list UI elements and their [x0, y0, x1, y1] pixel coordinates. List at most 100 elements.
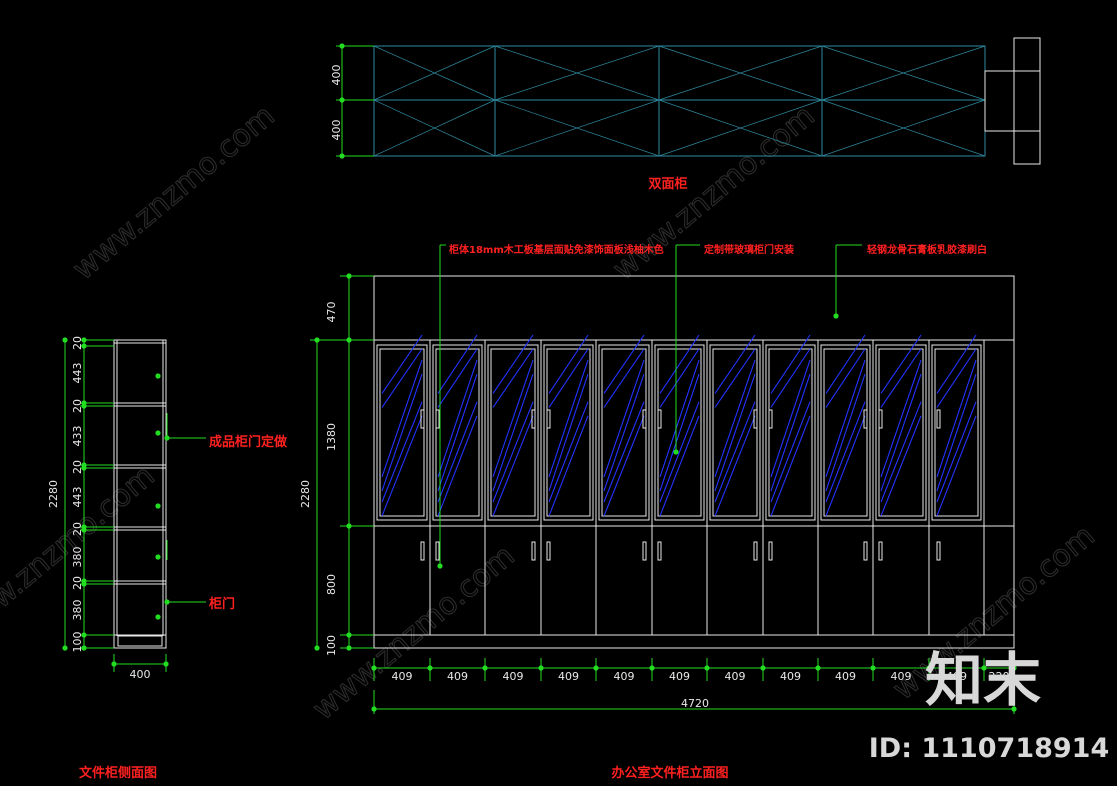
plan-cross: [658, 45, 823, 101]
glass-hatch: [548, 373, 589, 492]
glass-hatch: [437, 373, 478, 492]
plan-cross: [821, 99, 986, 157]
glass-pane: [712, 348, 758, 517]
door-handle: [642, 541, 647, 561]
elev-dim-tick: [593, 665, 599, 671]
glass-hatch: [659, 359, 700, 478]
glass-hatch: [714, 334, 756, 394]
elev-width-label: 409: [503, 670, 524, 683]
glass-hatch: [770, 348, 811, 408]
glass-hatch: [381, 401, 423, 503]
glass-pane: [490, 348, 536, 517]
glass-pane: [657, 348, 702, 517]
glass-pane: [601, 348, 647, 517]
door-handle: [878, 409, 883, 429]
glass-hatch: [880, 373, 922, 492]
glass-hatch: [437, 359, 478, 478]
glass-pane: [934, 348, 979, 517]
glass-hatch: [659, 415, 700, 517]
door-handle: [768, 541, 773, 561]
elev-dim-tick: [815, 665, 821, 671]
elev-dim-label: 100: [325, 635, 338, 656]
watermark-text: www.znzmo.com: [306, 538, 521, 727]
glass-hatch: [659, 373, 700, 492]
glass-hatch: [437, 415, 478, 517]
elev-dim-label: 800: [325, 574, 338, 595]
plan-cross: [494, 99, 660, 157]
plan-cross: [658, 99, 823, 157]
elev-dim-tick: [482, 665, 488, 671]
leader-dot: [164, 599, 170, 605]
glass-hatch: [936, 415, 977, 517]
glass-hatch: [880, 334, 922, 394]
plinth: [117, 635, 163, 647]
glass-hatch: [770, 415, 811, 517]
elev-dim-tick: [346, 632, 352, 638]
glass-hatch: [492, 334, 534, 394]
glass-hatch: [936, 373, 977, 492]
door-handle: [642, 409, 647, 429]
id-label: ID: 1110718914: [869, 733, 1110, 764]
section-dim-tick: [81, 343, 87, 349]
section-dim-tick: [62, 337, 68, 343]
glass-hatch: [492, 401, 534, 503]
section-dim-label: 443: [71, 487, 84, 508]
plan-dim-tick: [339, 43, 345, 49]
elevation-total-height-dim: 2280: [299, 480, 312, 508]
elev-width-label: 409: [725, 670, 746, 683]
glass-hatch: [770, 359, 811, 478]
door-handle: [531, 541, 536, 561]
glass-hatch: [880, 348, 922, 408]
section-dim-tick: [81, 632, 87, 638]
elev-dim-tick: [870, 665, 876, 671]
total-width-dim: 4720: [681, 697, 709, 710]
callout-glass-door: 定制带玻璃柜门安装: [704, 243, 794, 256]
door-knob: [155, 614, 161, 620]
section-width-dim: 400: [130, 668, 151, 681]
glass-hatch: [825, 334, 866, 394]
door-handle: [936, 409, 941, 429]
door-frame: [543, 344, 594, 521]
section-dim-label: 380: [71, 547, 84, 568]
elev-dim-tick: [371, 665, 377, 671]
elev-dim-tick: [649, 665, 655, 671]
glass-hatch: [492, 359, 534, 478]
leader-dot: [164, 435, 170, 441]
glass-hatch: [603, 415, 645, 517]
section-dim-tick: [111, 661, 117, 667]
door-frame: [709, 344, 761, 521]
callout-panel-finish: 柜体18mm木工板基层面贴免漆饰面板浅柚木色: [448, 243, 664, 256]
glass-pane: [546, 348, 591, 517]
glass-hatch: [437, 348, 478, 408]
glass-hatch: [603, 348, 645, 408]
glass-hatch: [381, 348, 423, 408]
door-knob: [155, 430, 161, 436]
elev-width-label: 409: [835, 670, 856, 683]
label-door: 柜门: [208, 596, 235, 612]
door-handle: [768, 409, 773, 429]
glass-hatch: [548, 359, 589, 478]
glass-hatch: [825, 415, 866, 517]
door-handle: [435, 409, 440, 429]
door-handle: [753, 541, 758, 561]
door-frame: [931, 344, 982, 521]
elev-dim-tick: [704, 665, 710, 671]
section-title: 文件柜侧面图: [79, 765, 157, 781]
glass-hatch: [437, 334, 478, 394]
glass-hatch: [659, 334, 700, 394]
glass-hatch: [381, 373, 423, 492]
door-frame: [598, 344, 650, 521]
door-handle: [936, 541, 941, 561]
glass-hatch: [825, 348, 866, 408]
door-handle: [657, 541, 662, 561]
glass-hatch: [880, 401, 922, 503]
glass-hatch: [714, 348, 756, 408]
callout-ceiling: 轻钢龙骨石膏板乳胶漆刷白: [867, 243, 987, 256]
glass-hatch: [381, 359, 423, 478]
elev-width-label: 409: [669, 670, 690, 683]
plan-title: 双面柜: [648, 176, 687, 192]
elev-dim-tick: [926, 665, 932, 671]
glass-hatch: [659, 401, 700, 503]
glass-hatch: [714, 401, 756, 503]
